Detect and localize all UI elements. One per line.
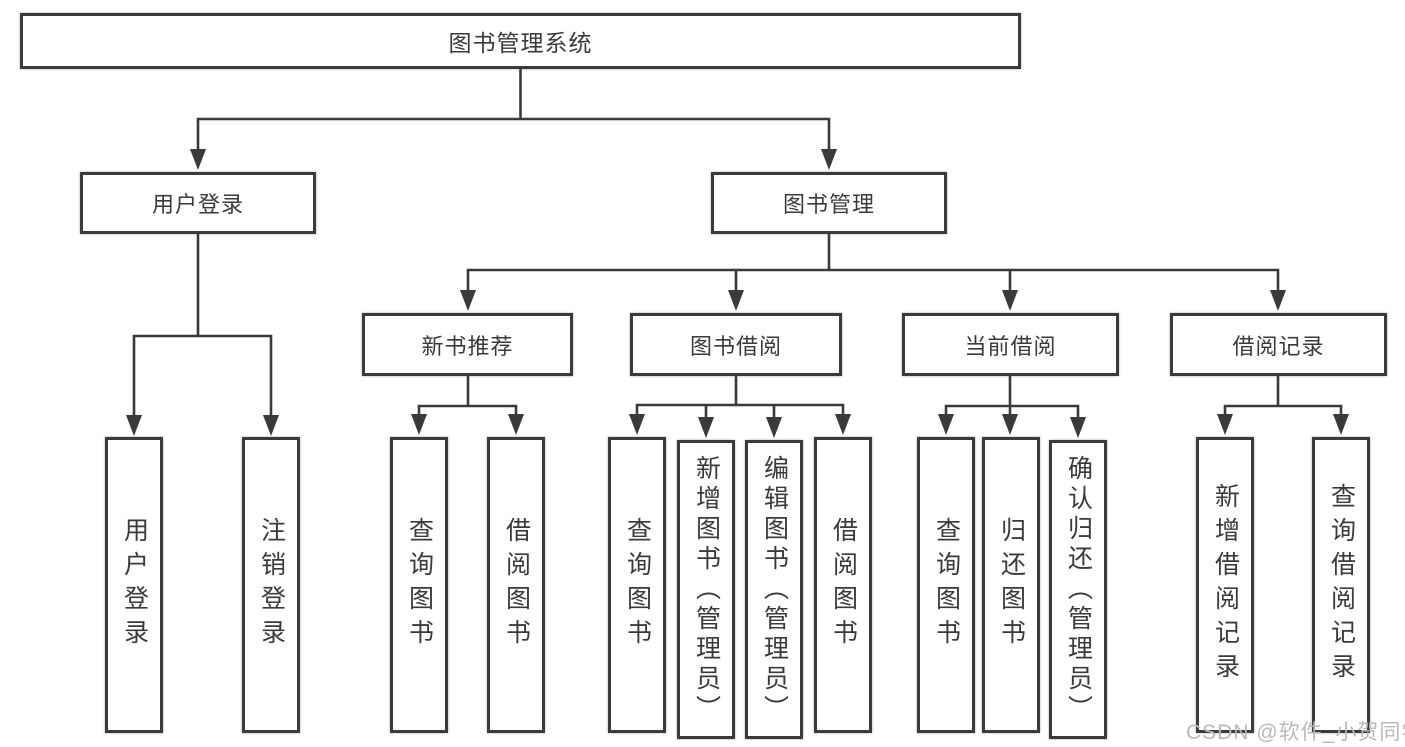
- arrow-down-icon: [766, 417, 782, 438]
- arrow-down-icon: [460, 290, 476, 311]
- leaf-query-books-borrowing: 查询图书: [608, 437, 666, 733]
- arrow-down-icon: [1270, 290, 1286, 311]
- arrow-down-icon: [1333, 414, 1349, 435]
- arrow-down-icon: [190, 149, 206, 170]
- leaf-edit-books-admin: 编辑图书（管理员）: [745, 440, 803, 739]
- arrow-down-icon: [1002, 290, 1018, 311]
- arrow-down-icon: [508, 414, 524, 435]
- arrow-down-icon: [1217, 414, 1233, 435]
- leaf-user-login: 用户登录: [105, 437, 163, 733]
- node-borrow-records: 借阅记录: [1170, 313, 1387, 376]
- csdn-watermark: CSDN @软件_小贺同学: [1186, 721, 1405, 744]
- arrow-down-icon: [821, 149, 837, 170]
- arrow-down-icon: [1070, 417, 1086, 438]
- node-book-management-branch: 图书管理: [711, 172, 947, 234]
- connector-lines: [132, 69, 1343, 419]
- leaf-confirm-return-admin: 确认归还（管理员）: [1049, 440, 1107, 739]
- leaf-query-borrow-record: 查询借阅记录: [1312, 437, 1370, 733]
- arrow-down-icon: [938, 414, 954, 435]
- node-current-borrowing: 当前借阅: [902, 313, 1119, 376]
- leaf-borrow-books: 借阅图书: [814, 437, 872, 733]
- node-user-login-branch: 用户登录: [80, 172, 316, 234]
- node-book-borrowing: 图书借阅: [630, 313, 842, 376]
- node-library-system-root: 图书管理系统: [20, 13, 1021, 69]
- leaf-query-books-recommend: 查询图书: [390, 437, 448, 733]
- arrow-down-icon: [698, 417, 714, 438]
- leaf-logout: 注销登录: [242, 437, 300, 733]
- arrow-down-icon: [263, 415, 279, 436]
- leaf-add-borrow-record: 新增借阅记录: [1196, 437, 1254, 733]
- arrow-down-icon: [126, 415, 142, 436]
- leaf-add-books-admin: 新增图书（管理员）: [677, 440, 735, 739]
- arrow-down-icon: [728, 290, 744, 311]
- arrow-down-icon: [835, 414, 851, 435]
- arrow-down-icon: [1002, 414, 1018, 435]
- node-new-book-recommend: 新书推荐: [362, 313, 573, 376]
- arrow-down-icon: [411, 414, 427, 435]
- connector-arrowheads: [126, 149, 1349, 438]
- leaf-return-books: 归还图书: [982, 437, 1040, 733]
- arrow-down-icon: [629, 414, 645, 435]
- leaf-query-books-current: 查询图书: [917, 437, 975, 733]
- leaf-borrow-books-recommend: 借阅图书: [487, 437, 545, 733]
